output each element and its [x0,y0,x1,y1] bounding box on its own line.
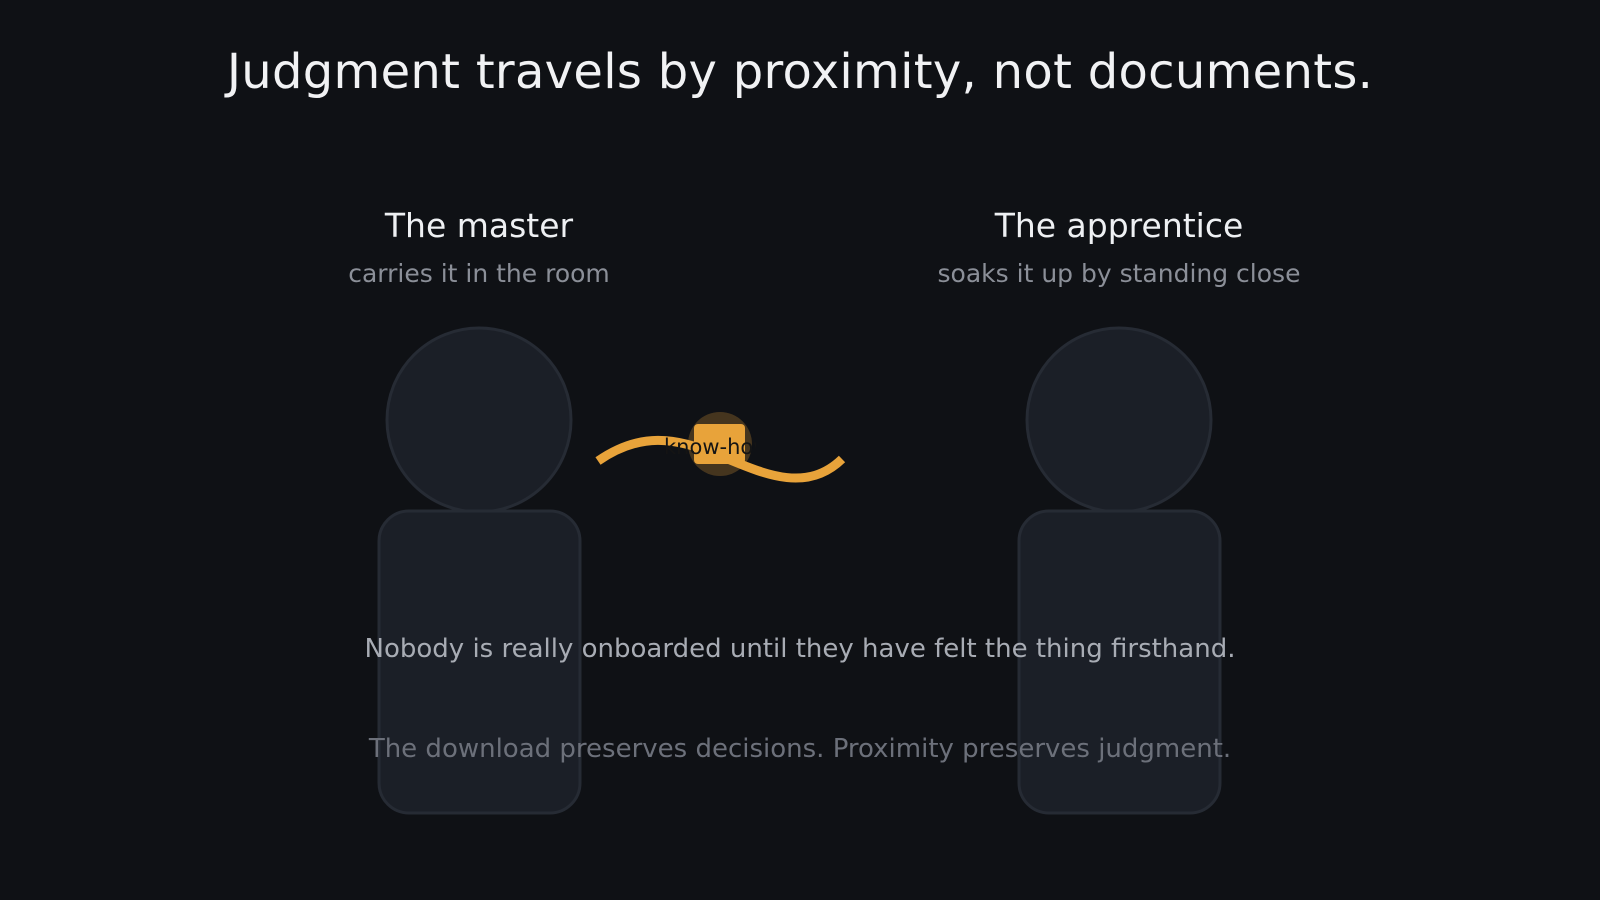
master-body [377,509,582,815]
packet-box [694,424,745,464]
master-head [385,326,573,514]
apprentice-head [1025,326,1213,514]
apprentice-body [1017,509,1222,815]
packet-label: know-how [664,435,770,459]
page-title: Judgment travels by proximity, not docum… [226,44,1374,100]
apprentice-subtitle: soaks it up by standing close [937,259,1301,288]
master-label: The master carries it in the room [229,206,729,288]
apprentice-figure [1017,326,1222,815]
master-subtitle: carries it in the room [348,259,610,288]
knowhow-packet: know-how [664,412,770,476]
apprentice-name: The apprentice [994,206,1244,245]
caption-primary: Nobody is really onboarded until they ha… [364,634,1236,664]
master-figure [377,326,582,815]
master-name: The master [384,206,574,245]
apprentice-label: The apprentice soaks it up by standing c… [869,206,1369,288]
caption-secondary: The download preserves decisions. Proxim… [368,734,1232,764]
